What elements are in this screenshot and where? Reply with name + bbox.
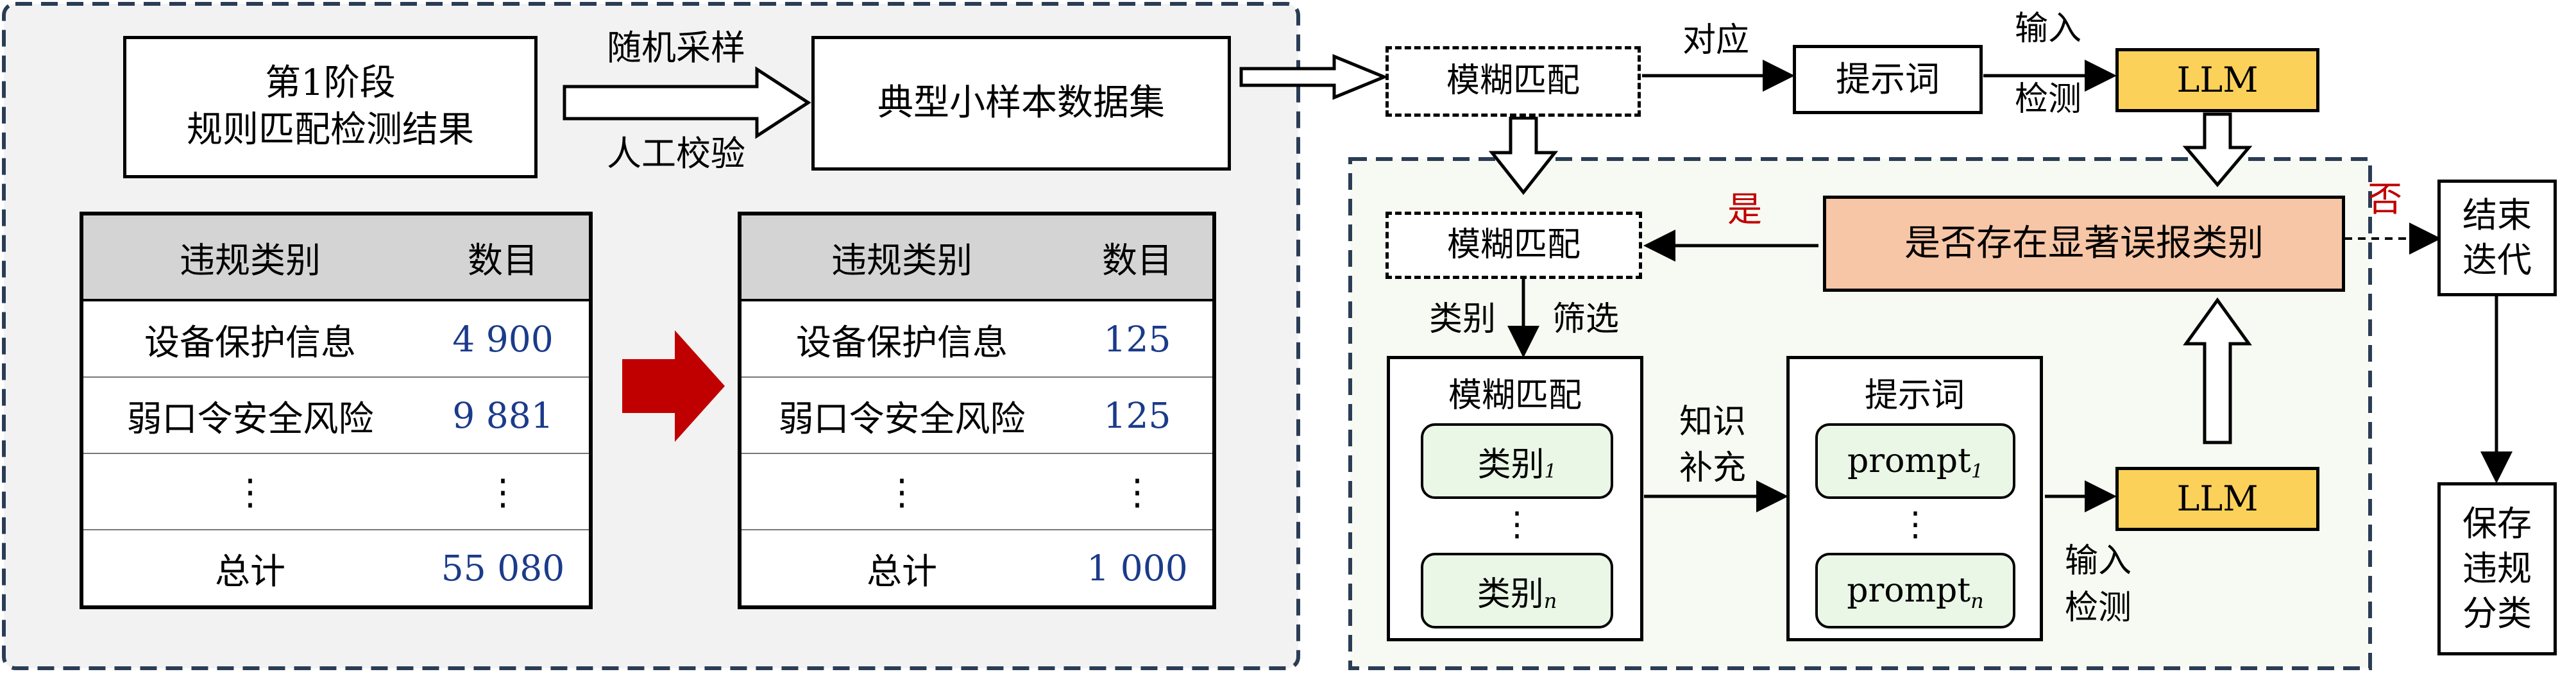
fuzzy-match-mid-box: 模糊匹配 xyxy=(1385,212,1642,279)
table-row: ⋮ ⋮ xyxy=(740,453,1214,530)
end-iteration-line2: 迭代 xyxy=(2462,240,2532,280)
save-class-line1: 保存 xyxy=(2462,503,2532,544)
category-item-n-label: 类别 xyxy=(1477,575,1544,614)
table-right-header-count: 数目 xyxy=(1062,214,1214,301)
table-left-r0-c0: 设备保护信息 xyxy=(81,299,417,377)
category-item-1-sub: 1 xyxy=(1544,460,1557,483)
llm-top-label: LLM xyxy=(2176,59,2258,100)
label-detect-bottom: 检测 xyxy=(2064,589,2131,627)
table-right: 违规类别 数目 设备保护信息 125 弱口令安全风险 125 ⋮ ⋮ 总计 1 … xyxy=(738,212,1216,609)
table-left-r1-c0: 弱口令安全风险 xyxy=(81,376,417,453)
table-left-r2-c0: ⋮ xyxy=(81,453,417,530)
table-right-r3-c1: 1 000 xyxy=(1062,529,1214,607)
table-left-r3-c1: 55 080 xyxy=(417,529,591,607)
table-right-r2-c0: ⋮ xyxy=(740,453,1062,530)
table-left-header-count: 数目 xyxy=(417,214,591,301)
table-left-r2-c1: ⋮ xyxy=(417,453,591,530)
table-right-r1-c0: 弱口令安全风险 xyxy=(740,376,1062,453)
stage1-result-box: 第1阶段 规则匹配检测结果 xyxy=(123,36,538,178)
category-item-1-label: 类别 xyxy=(1477,445,1545,484)
stage1-line2: 规则匹配检测结果 xyxy=(187,109,474,151)
save-class-line3: 分类 xyxy=(2462,593,2532,634)
fuzzy-match-mid-label: 模糊匹配 xyxy=(1446,225,1580,264)
hollow-arrow-sample xyxy=(563,66,811,139)
llm-top-box: LLM xyxy=(2115,48,2319,112)
dots-category: ⋮ xyxy=(1500,505,1534,544)
end-iteration-line1: 结束 xyxy=(2462,194,2532,235)
hollow-arrow-dataset xyxy=(1239,54,1389,100)
fuzzy-match-top-box: 模糊匹配 xyxy=(1385,46,1641,117)
label-no: 否 xyxy=(2368,179,2402,219)
typical-dataset-box: 典型小样本数据集 xyxy=(811,36,1231,171)
table-right-r0-c1: 125 xyxy=(1062,299,1214,377)
red-arrow xyxy=(622,330,725,442)
table-right-header-category: 违规类别 xyxy=(740,214,1062,301)
label-correspond: 对应 xyxy=(1682,21,1749,60)
typical-dataset-label: 典型小样本数据集 xyxy=(877,81,1165,124)
hollow-arrow-up xyxy=(2183,297,2252,444)
table-row: 设备保护信息 4 900 xyxy=(81,299,591,377)
table-left-header-category: 违规类别 xyxy=(81,214,417,301)
table-right-r1-c1: 125 xyxy=(1062,376,1214,453)
table-left-r3-c0: 总计 xyxy=(81,529,417,607)
table-row: ⋮ ⋮ xyxy=(81,453,591,530)
save-class-line2: 违规 xyxy=(2462,548,2532,589)
dots-prompt: ⋮ xyxy=(1899,505,1932,544)
prompt-top-label: 提示词 xyxy=(1836,58,1940,99)
label-filter: 筛选 xyxy=(1552,300,1619,339)
label-manual-check: 人工校验 xyxy=(607,133,745,174)
prompt-item-1-sub: 1 xyxy=(1970,460,1984,483)
prompt-item-n-sub: n xyxy=(1970,589,1984,613)
table-right-r0-c0: 设备保护信息 xyxy=(740,299,1062,377)
table-row: 弱口令安全风险 9 881 xyxy=(81,376,591,453)
llm-bottom-label: LLM xyxy=(2176,478,2258,519)
table-left-r0-c1: 4 900 xyxy=(417,299,591,377)
prompt-item-n-label: prompt xyxy=(1847,571,1971,610)
table-left-r1-c1: 9 881 xyxy=(417,376,591,453)
label-input-bottom: 输入 xyxy=(2064,542,2131,580)
fuzzy-match-group-title: 模糊匹配 xyxy=(1448,376,1582,415)
end-iteration-box: 结束 迭代 xyxy=(2437,180,2557,296)
table-row: 设备保护信息 125 xyxy=(740,299,1214,377)
llm-bottom-box: LLM xyxy=(2115,467,2319,531)
decision-box: 是否存在显著误报类别 xyxy=(1823,196,2345,292)
stage1-line1: 第1阶段 xyxy=(265,62,396,105)
hollow-arrow-down-llm xyxy=(2182,112,2253,187)
label-category: 类别 xyxy=(1428,300,1496,339)
label-knowledge-1: 知识 xyxy=(1679,403,1746,441)
label-yes: 是 xyxy=(1727,189,1762,230)
prompt-item-1-label: prompt xyxy=(1847,442,1971,480)
label-detect-top: 检测 xyxy=(2014,80,2081,119)
label-knowledge-2: 补充 xyxy=(1679,449,1746,487)
hollow-arrow-down-fuzzy xyxy=(1488,116,1559,196)
save-class-box: 保存 违规 分类 xyxy=(2437,482,2557,655)
prompt-group-title: 提示词 xyxy=(1864,376,1965,415)
table-row: 弱口令安全风险 125 xyxy=(740,376,1214,453)
fuzzy-match-top-label: 模糊匹配 xyxy=(1446,62,1580,101)
label-input-top: 输入 xyxy=(2014,10,2081,48)
prompt-top-box: 提示词 xyxy=(1793,45,1983,114)
table-row: 总计 55 080 xyxy=(81,529,591,607)
decision-label: 是否存在显著误报类别 xyxy=(1904,222,2264,264)
label-random-sample: 随机采样 xyxy=(607,28,745,68)
table-right-r3-c0: 总计 xyxy=(740,529,1062,607)
category-item-n-sub: n xyxy=(1543,589,1557,613)
table-left: 违规类别 数目 设备保护信息 4 900 弱口令安全风险 9 881 ⋮ ⋮ 总… xyxy=(80,212,593,609)
table-row: 总计 1 000 xyxy=(740,529,1214,607)
table-right-r2-c1: ⋮ xyxy=(1062,453,1214,530)
